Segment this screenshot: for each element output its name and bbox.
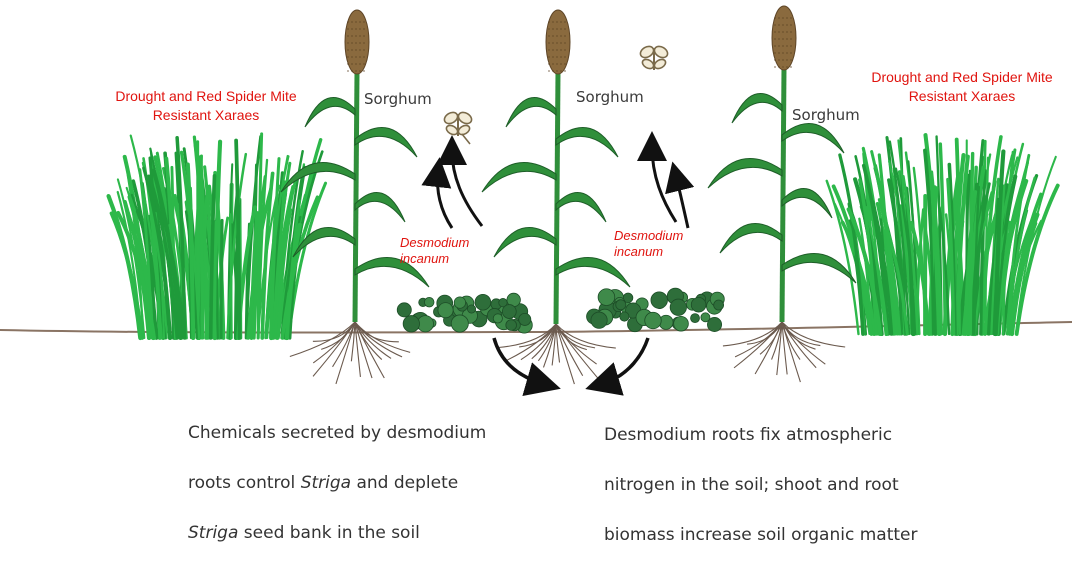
stemborer-moth-icon <box>638 44 669 70</box>
xaraes-label-left: Drought and Red Spider Mite Resistant Xa… <box>96 87 316 125</box>
volatile-arrow-icon <box>652 146 676 222</box>
desmodium-label-1: Desmodium incanum <box>400 235 469 267</box>
sorghum-plant-3 <box>708 6 856 382</box>
caption-right-line-3: biomass increase soil organic matter <box>604 523 1004 548</box>
caption-right: Desmodium roots fix atmospheric nitrogen… <box>604 398 1004 573</box>
caption-right-line-2: nitrogen in the soil; shoot and root <box>604 473 1004 498</box>
xaraes-grass-right <box>827 135 1058 334</box>
stemborer-moth-icon <box>442 110 473 144</box>
volatile-arrow-icon <box>452 150 482 226</box>
sorghum-label-3: Sorghum <box>792 106 860 124</box>
volatile-arrow-icon <box>438 172 452 228</box>
xaraes-grass-left <box>109 134 326 338</box>
volatile-arrow-icon <box>676 176 688 228</box>
volatile-arrows-left <box>438 150 482 228</box>
desmodium-label-2: Desmodium incanum <box>614 228 683 260</box>
caption-left-line-3: Striga seed bank in the soil <box>188 521 568 546</box>
caption-left: Chemicals secreted by desmodium roots co… <box>188 396 568 571</box>
caption-left-line-2: roots control Striga and deplete <box>188 471 568 496</box>
xaraes-label-right: Drought and Red Spider Mite Resistant Xa… <box>852 68 1072 106</box>
caption-left-line-1: Chemicals secreted by desmodium <box>188 421 568 446</box>
caption-right-line-1: Desmodium roots fix atmospheric <box>604 423 1004 448</box>
sorghum-label-1: Sorghum <box>364 90 432 108</box>
desmodium-patch-2 <box>587 288 725 332</box>
sorghum-label-2: Sorghum <box>576 88 644 106</box>
desmodium-patch-1 <box>397 293 532 333</box>
volatile-arrows-right <box>652 146 688 228</box>
